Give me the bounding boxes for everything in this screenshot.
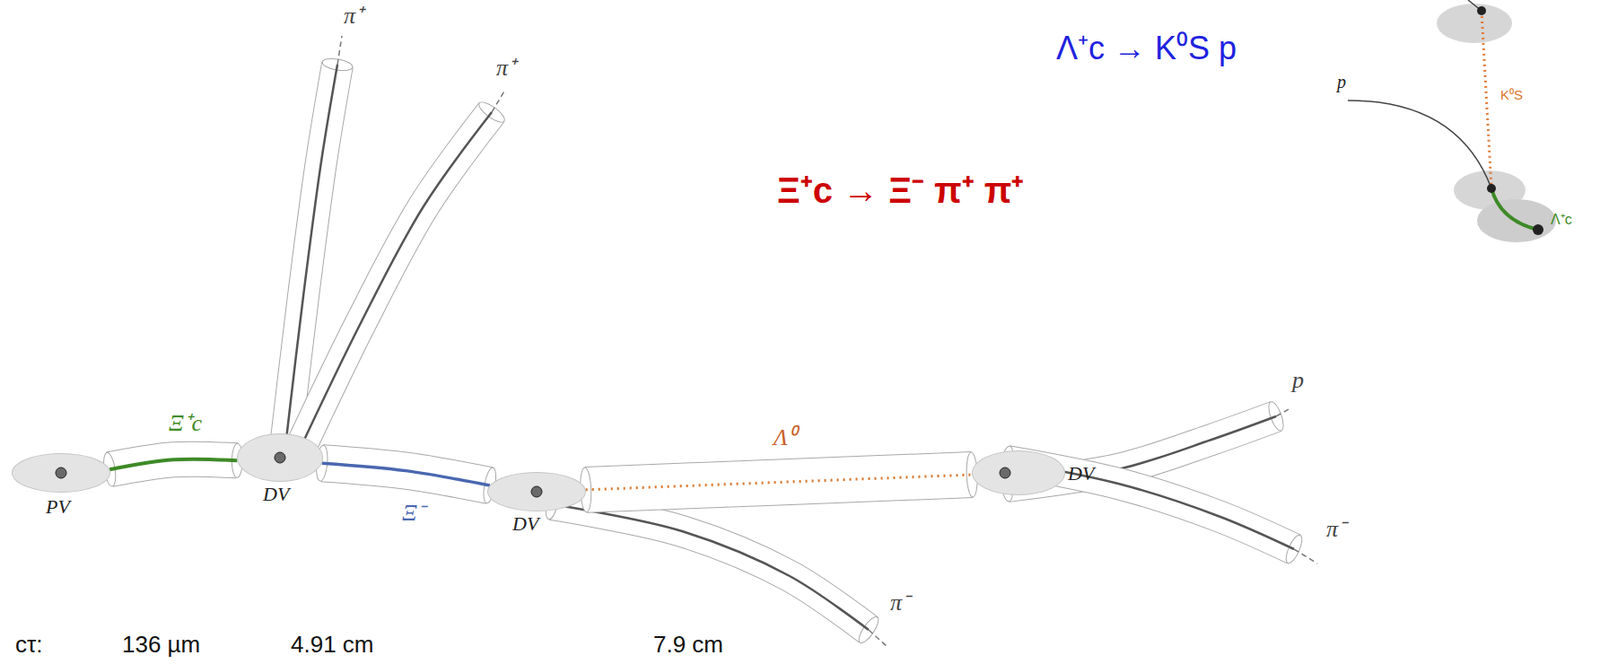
vertex-label: PV xyxy=(45,497,70,517)
vertex-ellipse xyxy=(1436,3,1513,44)
kshort-flight xyxy=(1481,10,1492,189)
flight-path xyxy=(322,463,490,486)
vertex-dot xyxy=(274,452,287,464)
proton-track xyxy=(1347,100,1492,189)
particle-label: Λ⁰ xyxy=(771,425,798,452)
vertex-ellipse: DV xyxy=(236,433,324,482)
tube-outline xyxy=(109,459,237,470)
track-extension xyxy=(1276,409,1289,417)
particle-label: Ξ⁻ xyxy=(400,500,428,527)
vertex-dot xyxy=(998,467,1011,480)
row-label: cτ: xyxy=(15,631,44,658)
vertex-dot xyxy=(1486,183,1496,193)
tube-outline xyxy=(322,463,490,486)
tube-body xyxy=(297,112,492,454)
vertex-dot xyxy=(1532,224,1544,236)
flight-path xyxy=(585,474,972,490)
flight-tubes xyxy=(101,443,979,513)
tube-body xyxy=(322,463,490,486)
decay-length: 4.91 cm xyxy=(290,631,375,658)
track-tube xyxy=(281,89,508,465)
decay-length: 7.9 cm xyxy=(653,631,724,658)
tube-outline xyxy=(585,474,972,490)
tube-body xyxy=(551,504,869,630)
track-extension xyxy=(868,629,887,647)
pion-proton-tracks xyxy=(269,35,1318,647)
particle-label: Ξ⁺c xyxy=(166,410,204,438)
tube-outline xyxy=(551,504,869,630)
track-tube xyxy=(101,443,243,488)
track-extension xyxy=(337,35,342,65)
vertex-ellipse: DV xyxy=(971,450,1066,496)
tube-outline xyxy=(297,112,492,454)
vertex-label: DV xyxy=(1067,463,1094,484)
track-line xyxy=(551,504,869,630)
decay-length: 136 µm xyxy=(122,631,201,658)
track-line xyxy=(297,112,492,454)
inset-decay xyxy=(1347,0,1557,243)
tube-body xyxy=(585,474,972,490)
vertex-ellipse: DV xyxy=(487,472,586,512)
decay-title: Ξ⁺c → Ξ⁻ π⁺ π⁺ xyxy=(777,170,1024,210)
particle-label: π⁻ xyxy=(1326,516,1347,543)
particle-label: p xyxy=(1292,367,1304,394)
particle-label: π⁺ xyxy=(343,3,364,30)
particle-label: Λ⁺c xyxy=(1550,211,1573,228)
track-tube xyxy=(579,452,979,513)
track-extension xyxy=(491,89,506,113)
tube-body xyxy=(109,459,237,470)
vertex-label: DV xyxy=(512,514,539,534)
vertex-label: DV xyxy=(262,484,289,505)
vertex-dot xyxy=(55,467,68,480)
vertex-dot xyxy=(531,486,543,499)
particle-label: K⁰S xyxy=(1500,87,1523,104)
decay-title: Λ⁺c → K⁰S p xyxy=(1056,30,1237,67)
particle-label: π⁻ xyxy=(890,590,910,617)
vertex-ellipse: PV xyxy=(11,453,111,493)
particle-label: p xyxy=(1337,71,1347,92)
flight-path xyxy=(109,459,237,471)
vertex-dot xyxy=(1477,6,1487,16)
track-extension xyxy=(1293,549,1318,564)
track-tube xyxy=(314,445,499,505)
lambdac-flight xyxy=(1491,188,1539,230)
particle-label: π⁺ xyxy=(496,55,516,82)
